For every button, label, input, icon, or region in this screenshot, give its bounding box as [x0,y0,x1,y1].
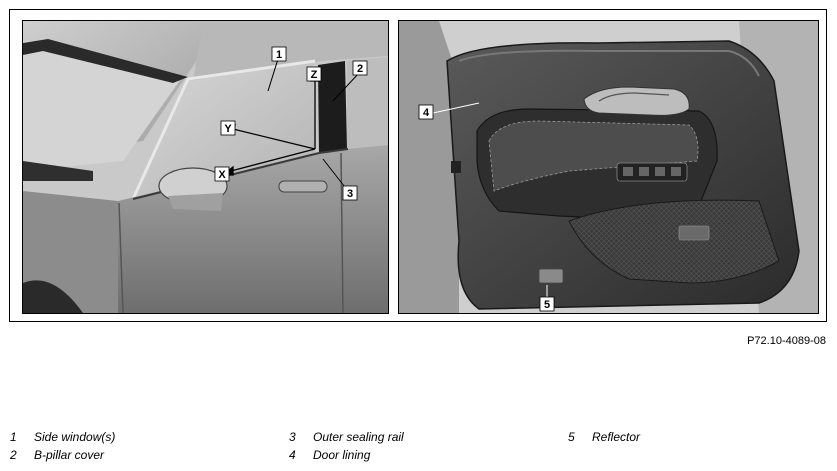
callout-5: 5 [539,296,555,312]
exterior-door-view: 1 2 3 Z Y X [22,20,389,314]
svg-text:5: 5 [544,299,550,311]
legend-text: Side window(s) [34,430,116,444]
svg-text:1: 1 [276,49,282,61]
callout-3: 3 [342,185,358,201]
legend-number: 5 [568,430,575,444]
legend-number: 2 [10,448,17,462]
legend-text: Door lining [313,448,371,462]
legend-number: 3 [289,430,296,444]
legend-number: 1 [10,430,17,444]
svg-text:3: 3 [347,188,353,200]
legend-text: Reflector [592,430,641,444]
legend-number: 4 [289,448,296,462]
legend-text: B-pillar cover [34,448,105,462]
figure-frame: 1 2 3 Z Y X [9,9,827,322]
figure-code: P72.10-4089-08 [747,335,826,347]
svg-text:2: 2 [357,63,363,75]
callout-1: 1 [271,46,287,62]
legend-text: Outer sealing rail [313,430,404,444]
door-lining-illustration: 4 5 [399,21,818,313]
door-lining-view: 4 5 [398,20,819,314]
axis-label-x: X [214,166,230,182]
callout-2: 2 [352,60,368,76]
exterior-door-illustration: 1 2 3 Z Y X [23,21,388,313]
svg-text:X: X [218,169,226,181]
axis-label-z: Z [306,66,322,82]
svg-text:Y: Y [224,123,232,135]
axis-label-y: Y [220,120,236,136]
svg-text:Z: Z [311,69,318,81]
legend: 1 Side window(s) 2 B-pillar cover 3 Oute… [0,430,837,470]
svg-text:4: 4 [423,107,430,119]
callout-4: 4 [418,104,434,120]
